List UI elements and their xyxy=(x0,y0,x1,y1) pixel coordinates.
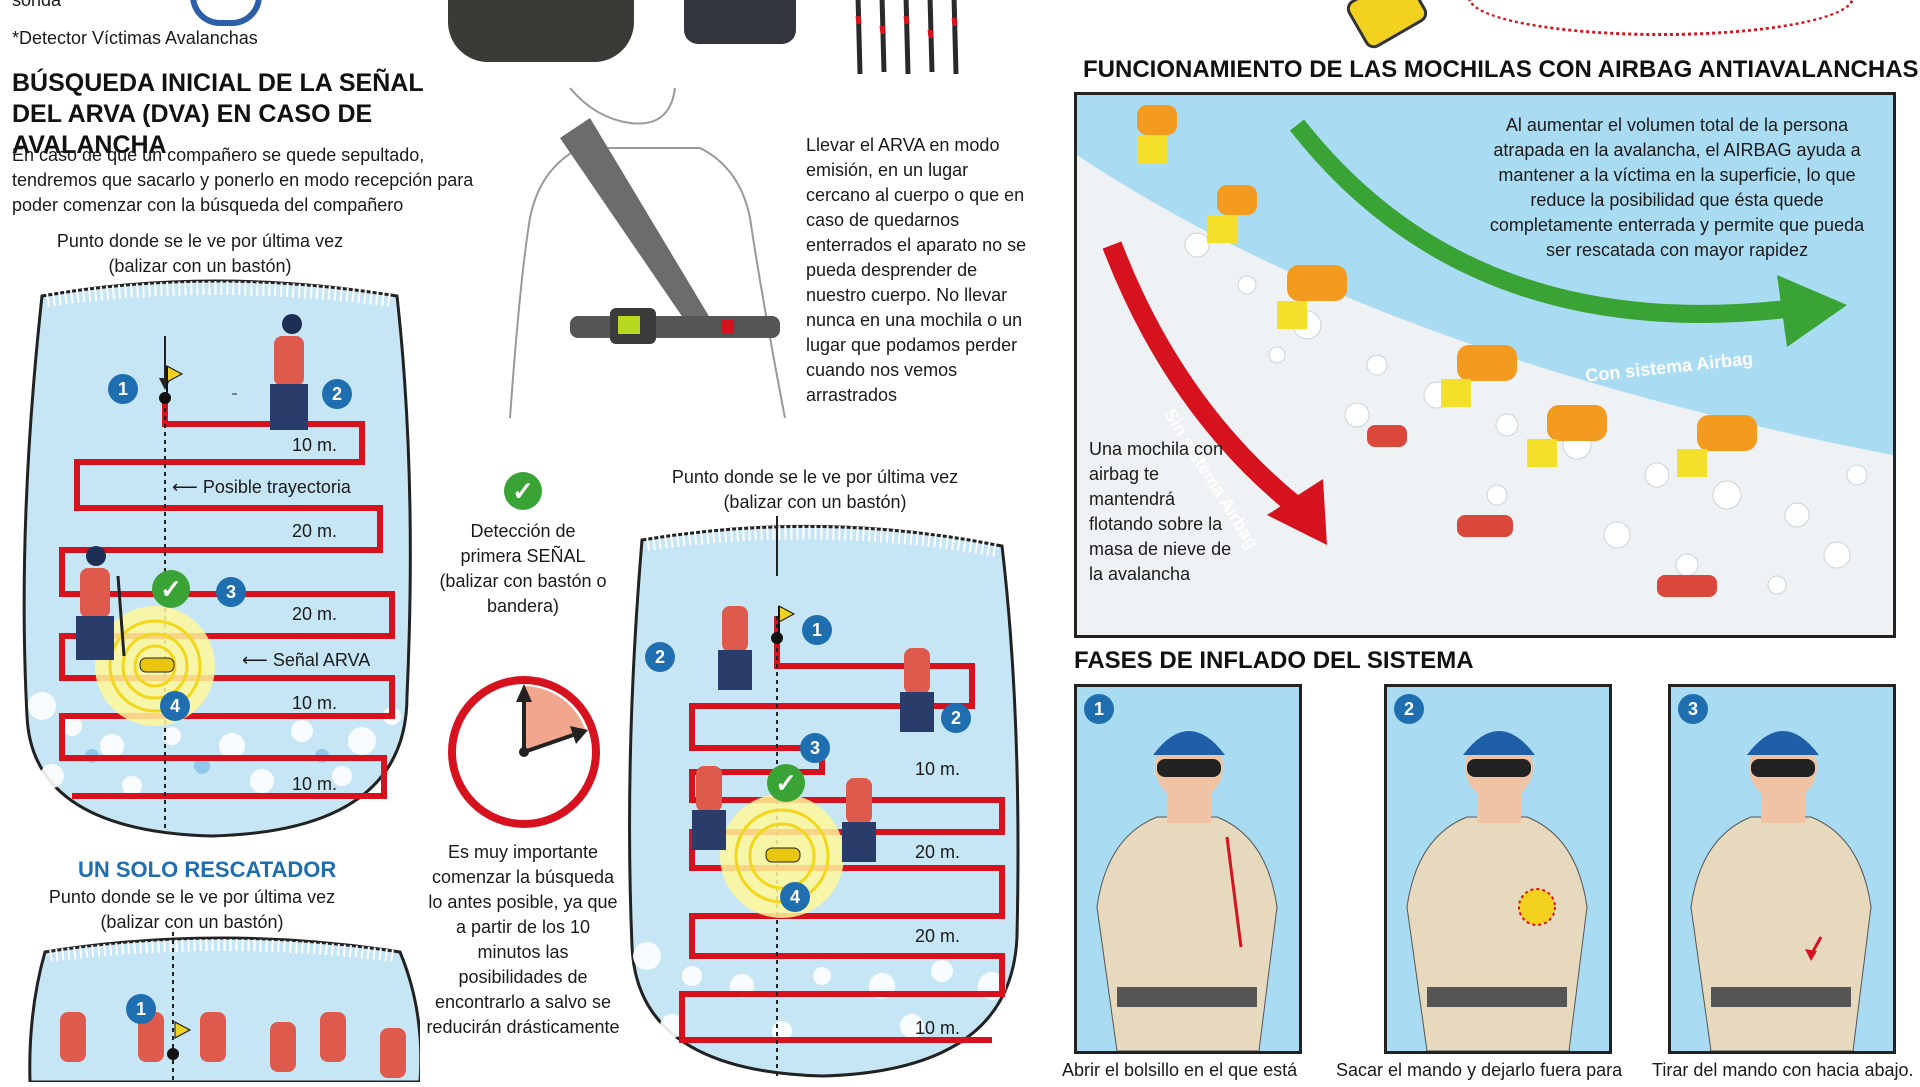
phase-badge-1: 1 xyxy=(1084,694,1114,724)
phase-badge-2: 2 xyxy=(1394,694,1424,724)
step-badge-2: 2 xyxy=(322,379,352,409)
single-step-badge-1: 1 xyxy=(126,994,156,1024)
phases-title: FASES DE INFLADO DEL SISTEMA xyxy=(1074,647,1474,674)
search-diagram-multi-2 xyxy=(622,516,1032,1080)
clock-icon xyxy=(444,672,604,832)
phase-panel-3 xyxy=(1668,684,1896,1054)
phase-panel-2 xyxy=(1384,684,1612,1054)
step-badge-4: 4 xyxy=(160,691,190,721)
step-badge-3: 3 xyxy=(216,577,246,607)
time-importance-text: Es muy importante comenzar la búsqueda l… xyxy=(426,842,620,1037)
phase-badge-3: 3 xyxy=(1678,694,1708,724)
mid-distance-3: 20 m. xyxy=(915,926,961,946)
phase-caption-2: Sacar el mando y dejarlo fuera para xyxy=(1336,1060,1623,1080)
phase-caption-3: Tirar del mando con hacia abajo. xyxy=(1652,1060,1914,1080)
mid-last-seen-line2: (balizar con un bastón) xyxy=(723,492,907,512)
signal-arrow-icon: ⟵ xyxy=(242,650,273,670)
signal-label: Señal ARVA xyxy=(272,650,371,670)
search-diagram-multi xyxy=(12,276,422,846)
mid-last-seen-line1: Punto donde se le ve por última vez xyxy=(671,467,959,487)
distance-label-1: 10 m. xyxy=(292,435,338,455)
phase-caption-1: Abrir el bolsillo en el que está xyxy=(1062,1060,1298,1080)
last-seen-line2: (balizar con un bastón) xyxy=(108,256,292,276)
airbag-panel: Al aumentar el volumen total de la perso… xyxy=(1074,92,1896,638)
mid-distance-2: 20 m. xyxy=(915,842,961,862)
backpack-image xyxy=(448,0,634,62)
torso-illustration xyxy=(500,78,800,419)
shovel-image xyxy=(684,0,796,44)
airbag-handle-icon xyxy=(1343,0,1431,52)
sonda-label: sonda xyxy=(12,0,62,10)
check-icon: ✓ xyxy=(152,570,190,608)
footnote: *Detector Víctimas Avalanchas xyxy=(12,28,258,48)
mid-check-icon: ✓ xyxy=(767,764,805,802)
mid-distance-1: 10 m. xyxy=(915,759,961,779)
left-heading-line2: DEL ARVA (DVA) EN CASO DE AVALANCHA xyxy=(12,100,373,159)
phase-panel-1 xyxy=(1074,684,1302,1054)
left-arrow-icon: ⟵ xyxy=(172,477,203,497)
mid-distance-4: 10 m. xyxy=(915,1018,961,1038)
distance-label-2: 20 m. xyxy=(292,521,338,541)
mid-step-badge-1: 1 xyxy=(802,615,832,645)
left-heading-line1: BÚSQUEDA INICIAL DE LA SEÑAL xyxy=(12,69,424,97)
distance-label-3: 20 m. xyxy=(292,604,338,624)
probe-image xyxy=(848,0,978,78)
float-text: Una mochila con airbag te mantendrá flot… xyxy=(1089,439,1232,584)
mid-step-badge-2b: 2 xyxy=(941,703,971,733)
distance-label-5: 10 m. xyxy=(292,774,338,794)
wear-instructions: Llevar el ARVA en modo emisión, en un lu… xyxy=(806,135,1027,405)
single-last-seen-line1: Punto donde se le ve por última vez xyxy=(48,887,336,907)
airbag-explanation: Al aumentar el volumen total de la perso… xyxy=(1489,115,1865,260)
arva-device-icon xyxy=(190,0,262,26)
single-last-seen-line2: (balizar con un bastón) xyxy=(100,912,284,932)
mid-step-badge-3: 3 xyxy=(800,733,830,763)
mid-step-badge-4: 4 xyxy=(780,882,810,912)
trajectory-label: Posible trayectoria xyxy=(202,477,351,497)
detection-check-icon: ✓ xyxy=(504,472,542,510)
left-intro: En caso de que un compañero se quede sep… xyxy=(12,145,474,215)
detection-text: Detección de primera SEÑAL (balizar con … xyxy=(439,521,607,616)
single-rescuer-title: UN SOLO RESCATADOR xyxy=(78,857,337,882)
step-badge-1: 1 xyxy=(108,374,138,404)
search-diagram-single xyxy=(20,932,423,1084)
airbag-title: FUNCIONAMIENTO DE LAS MOCHILAS CON AIRBA… xyxy=(1083,56,1919,83)
dotted-ellipse xyxy=(1468,0,1854,36)
distance-label-4: 10 m. xyxy=(292,693,338,713)
mid-step-badge-2a: 2 xyxy=(645,642,675,672)
last-seen-line1: Punto donde se le ve por última vez xyxy=(56,231,344,251)
